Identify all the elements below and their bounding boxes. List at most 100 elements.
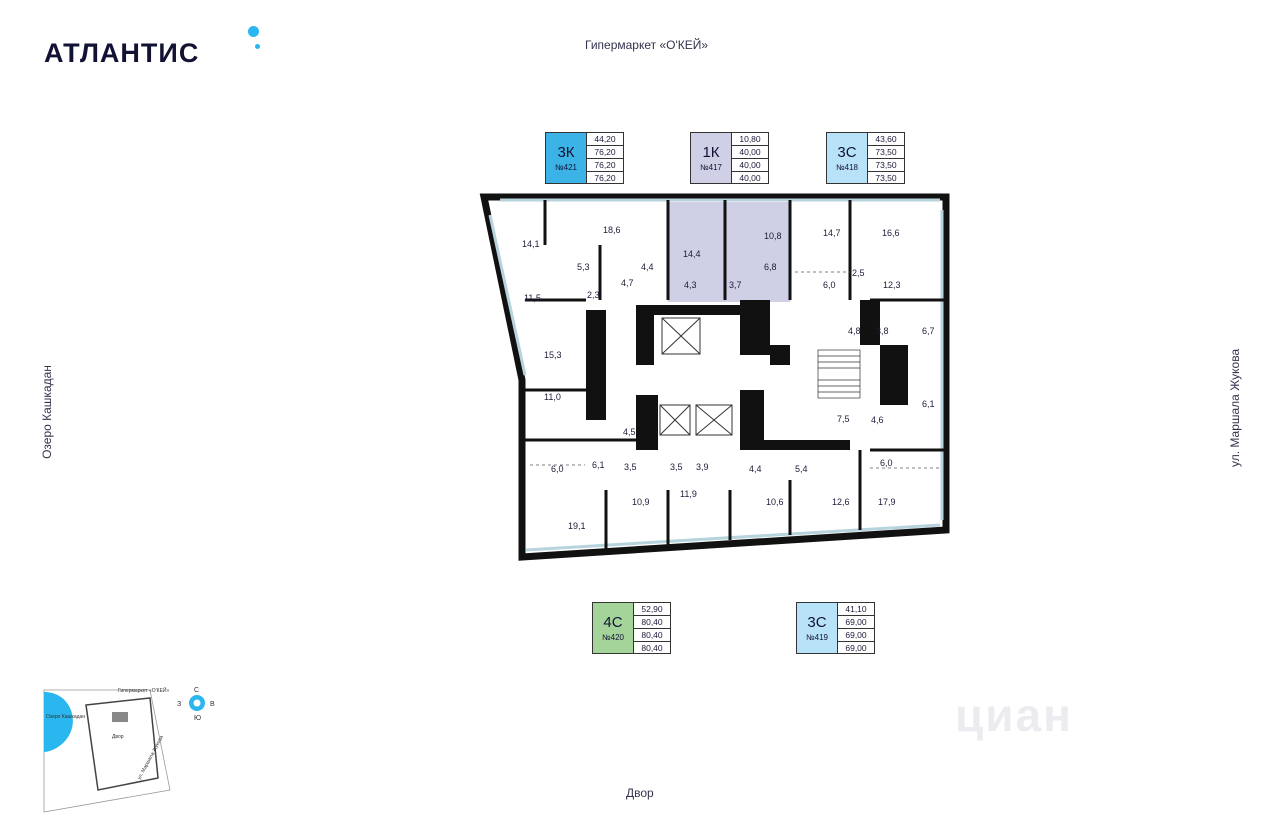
room-area: 2,5 xyxy=(852,268,865,278)
room-area: 6,1 xyxy=(592,460,605,470)
room-area: 11,5 xyxy=(524,293,541,303)
room-area: 4,8 xyxy=(848,326,861,336)
minimap-north-label: Гипермаркет «О'КЕЙ» xyxy=(118,686,169,694)
area-value: 76,20 xyxy=(587,146,623,159)
site-minimap: Гипермаркет «О'КЕЙ» Озеро Кашкадан Двор … xyxy=(43,686,171,813)
room-area: 11,0 xyxy=(544,392,561,402)
room-area: 3,8 xyxy=(876,326,889,336)
room-area: 10,9 xyxy=(632,497,650,507)
room-area-labels: 14,1 18,6 14,4 10,8 14,7 16,6 5,3 4,4 6,… xyxy=(522,225,935,531)
elevator-shafts xyxy=(659,317,733,436)
apartment-areas: 10,80 40,00 40,00 40,00 xyxy=(732,132,769,184)
room-area: 3,5 xyxy=(624,462,637,472)
compass-east: В xyxy=(210,701,215,708)
area-value: 69,00 xyxy=(845,643,867,653)
apartment-type-box: 4С №420 xyxy=(592,602,634,654)
area-value: 40,00 xyxy=(732,146,768,159)
apartment-tag-419[interactable]: 3С №419 41,10 69,00 69,00 69,00 xyxy=(796,602,875,654)
apartment-number: №418 xyxy=(836,163,858,172)
room-area: 6,0 xyxy=(551,464,564,474)
apartment-number: №420 xyxy=(602,633,624,642)
compass-west: З xyxy=(177,701,181,708)
apartment-areas: 43,60 73,50 73,50 73,50 xyxy=(868,132,905,184)
north-label: Гипермаркет «О'КЕЙ» xyxy=(585,38,709,52)
area-value: 52,90 xyxy=(634,603,670,616)
apartment-type-box: 3С №419 xyxy=(796,602,838,654)
apartment-number: №421 xyxy=(555,163,577,172)
apartment-417-highlight[interactable] xyxy=(668,202,790,302)
room-area: 4,4 xyxy=(749,464,762,474)
area-value: 76,20 xyxy=(594,173,616,183)
apartment-tag-421[interactable]: 3К №421 44,20 76,20 76,20 76,20 xyxy=(545,132,624,184)
room-area: 4,5 xyxy=(623,427,636,437)
apartment-type-box: 1К №417 xyxy=(690,132,732,184)
compass-icon: С Ю З В xyxy=(177,687,215,722)
compass-north: С xyxy=(194,687,199,694)
apartment-type: 3К xyxy=(557,144,575,161)
area-value: 40,00 xyxy=(732,159,768,172)
apartment-number: №417 xyxy=(700,163,722,172)
lake-shape xyxy=(44,692,73,752)
room-area: 2,3 xyxy=(587,290,600,300)
room-area: 3,5 xyxy=(670,462,683,472)
room-area: 4,7 xyxy=(621,278,634,288)
room-area: 6,7 xyxy=(922,326,935,336)
room-area: 6,0 xyxy=(823,280,836,290)
room-area: 11,9 xyxy=(680,489,697,499)
room-area: 14,7 xyxy=(823,228,841,238)
room-area: 3,7 xyxy=(729,280,742,290)
logo-dot-icon xyxy=(248,26,259,37)
area-value: 73,50 xyxy=(875,173,897,183)
apartment-tag-417[interactable]: 1К №417 10,80 40,00 40,00 40,00 xyxy=(690,132,769,184)
room-area: 18,6 xyxy=(603,225,621,235)
room-area: 3,9 xyxy=(696,462,709,472)
room-area: 14,4 xyxy=(683,249,701,259)
area-value: 73,50 xyxy=(868,146,904,159)
minimap-lake-label: Озеро Кашкадан xyxy=(46,714,85,720)
area-value: 41,10 xyxy=(838,603,874,616)
partition-walls xyxy=(525,200,945,550)
area-value: 80,40 xyxy=(641,643,663,653)
room-area: 10,8 xyxy=(764,231,782,241)
room-area: 4,4 xyxy=(641,262,654,272)
core-walls xyxy=(586,300,908,450)
area-value: 40,00 xyxy=(739,173,761,183)
area-value: 80,40 xyxy=(634,629,670,642)
building-outline xyxy=(479,193,950,561)
area-value: 80,40 xyxy=(634,616,670,629)
room-area: 5,3 xyxy=(577,262,590,272)
room-area: 4,6 xyxy=(871,415,884,425)
south-label: Двор xyxy=(626,786,654,800)
watermark: циан xyxy=(955,689,1073,741)
room-area: 10,6 xyxy=(766,497,784,507)
logo-dot-small-icon xyxy=(255,44,260,49)
minimap-street-label: ул. Маршала Жукова xyxy=(136,734,165,780)
room-area: 15,3 xyxy=(544,350,562,360)
room-area: 12,6 xyxy=(832,497,850,507)
room-area: 14,1 xyxy=(522,239,540,249)
room-area: 19,1 xyxy=(568,521,586,531)
apartment-number: №419 xyxy=(806,633,828,642)
area-value: 44,20 xyxy=(587,133,623,146)
apartment-areas: 44,20 76,20 76,20 76,20 xyxy=(587,132,624,184)
room-area: 4,3 xyxy=(684,280,697,290)
room-area: 6,1 xyxy=(922,399,935,409)
apartment-type: 3С xyxy=(807,614,827,631)
window-bands xyxy=(488,198,944,552)
area-value: 76,20 xyxy=(587,159,623,172)
apartment-type: 3С xyxy=(837,144,857,161)
apartment-tag-418[interactable]: 3С №418 43,60 73,50 73,50 73,50 xyxy=(826,132,905,184)
room-area: 17,9 xyxy=(878,497,896,507)
apartment-areas: 52,90 80,40 80,40 80,40 xyxy=(634,602,671,654)
apartment-type: 1К xyxy=(702,144,720,161)
room-area: 7,5 xyxy=(837,414,850,424)
room-area: 16,6 xyxy=(882,228,900,238)
area-value: 69,00 xyxy=(838,616,874,629)
apartment-areas: 41,10 69,00 69,00 69,00 xyxy=(838,602,875,654)
area-value: 43,60 xyxy=(868,133,904,146)
room-area: 6,0 xyxy=(880,458,893,468)
apartment-tag-420[interactable]: 4С №420 52,90 80,40 80,40 80,40 xyxy=(592,602,671,654)
apartment-type: 4С xyxy=(603,614,623,631)
apartment-type-box: 3С №418 xyxy=(826,132,868,184)
